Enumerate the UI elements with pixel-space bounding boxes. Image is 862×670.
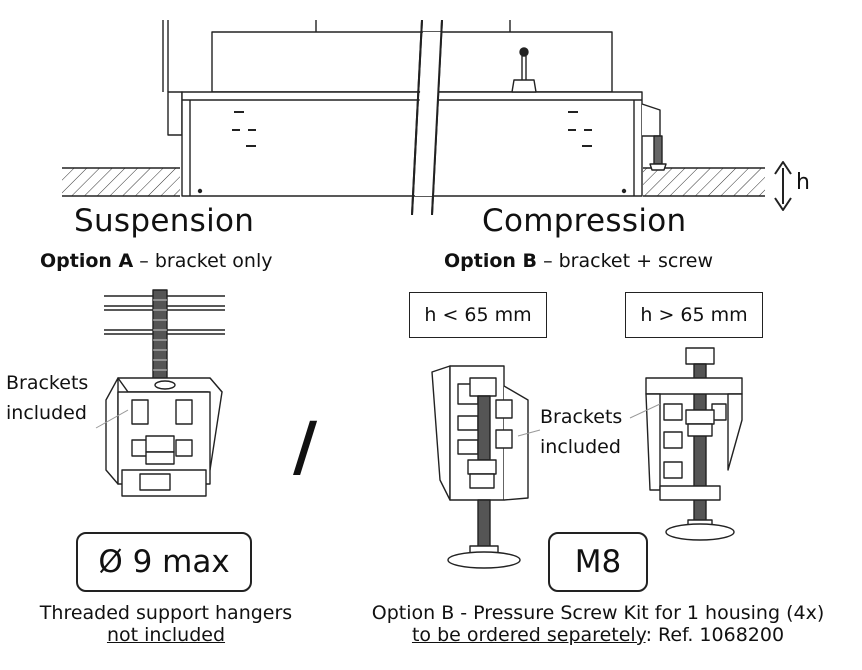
height-arrow [774, 161, 792, 211]
compression-brackets-label: Brackets included [540, 402, 622, 462]
compression-bracket-short-drawing [431, 365, 541, 569]
suspension-note-line1: Threaded support hangers [39, 602, 293, 624]
housing-drawing [62, 19, 765, 216]
compression-brackets-line2: included [540, 436, 621, 458]
compression-option-name: Option B [444, 250, 538, 272]
suspension-option-name: Option A [40, 250, 134, 272]
suspension-bracket-drawing [95, 289, 225, 497]
suspension-title: Suspension [74, 203, 255, 239]
suspension-brackets-line1: Brackets [6, 372, 89, 394]
suspension-brackets-line2: included [6, 402, 87, 424]
compression-bracket-tall-drawing [629, 347, 743, 541]
compression-size-badge: M8 [548, 532, 648, 592]
option-separator: / [293, 408, 318, 485]
compression-note-line2: to be ordered separetely: Ref. 1068200 [346, 624, 850, 646]
suspension-brackets-label: Brackets included [6, 368, 88, 428]
compression-note-ref: : Ref. 1068200 [645, 624, 785, 646]
compression-brackets-line1: Brackets [540, 406, 623, 428]
height-label: h [796, 170, 810, 195]
compression-note-order: to be ordered separetely [411, 624, 646, 646]
suspension-note-line2: not included [106, 624, 226, 646]
compression-option-line: Option B – bracket + screw [444, 250, 713, 272]
suspension-size-badge: Ø 9 max [76, 532, 252, 592]
compression-note: Option B - Pressure Screw Kit for 1 hous… [346, 602, 850, 646]
compression-note-line1: Option B - Pressure Screw Kit for 1 hous… [371, 602, 825, 624]
suspension-option-desc: – bracket only [133, 250, 273, 272]
height-under-65-box: h < 65 mm [409, 292, 547, 338]
suspension-option-line: Option A – bracket only [40, 250, 272, 272]
suspension-note: Threaded support hangers not included [18, 602, 314, 646]
height-over-65-box: h > 65 mm [625, 292, 763, 338]
compression-option-desc: – bracket + screw [537, 250, 714, 272]
compression-title: Compression [482, 203, 687, 239]
